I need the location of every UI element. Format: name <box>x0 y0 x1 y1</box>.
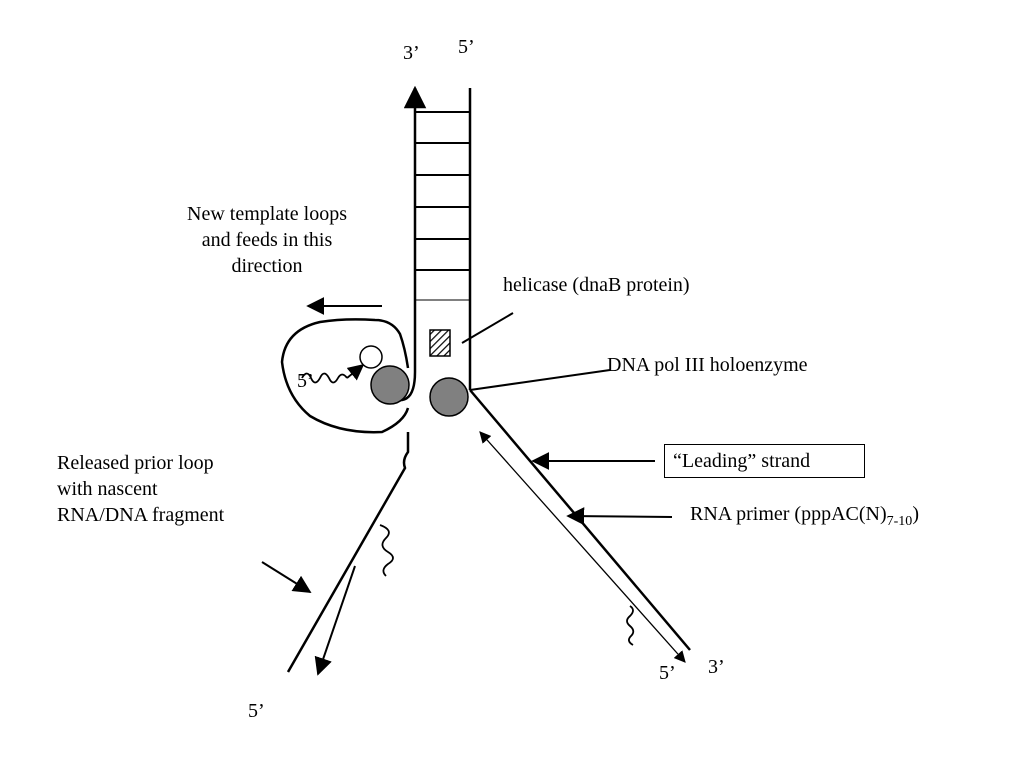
released-fragment-strand <box>314 565 356 676</box>
new-template-line-2: and feeds in this <box>201 229 333 251</box>
primase-circle <box>359 345 383 369</box>
released-pointer <box>261 561 312 593</box>
base-pair-rungs <box>415 111 470 301</box>
primer-pointer <box>566 507 673 526</box>
loop-nascent-arrow <box>346 363 365 381</box>
rna-primer-close: ) <box>912 503 919 525</box>
bottom-right-3prime-label: 3’ <box>708 656 725 678</box>
new-template-line-1: New template loops <box>187 203 347 225</box>
released-line-1: Released prior loop <box>57 452 214 474</box>
new-template-line-3: direction <box>231 255 303 277</box>
bottom-right-5prime-label: 5’ <box>659 662 676 684</box>
loop-rna-primer <box>301 372 348 384</box>
leading-pol3-circle <box>429 377 469 417</box>
rna-primer-subscript: 7-10 <box>886 514 913 529</box>
pol3-label: DNA pol III holoenzyme <box>607 354 808 376</box>
rna-primer-label: RNA primer (pppAC(N)7-10) <box>690 501 919 535</box>
leading-nascent-strand <box>479 431 686 663</box>
released-fragment-primer <box>379 524 394 577</box>
leading-strand-label: “Leading” strand <box>664 444 865 478</box>
top-left-3prime-label: 3’ <box>403 42 420 64</box>
leading-rna-primer <box>626 605 635 646</box>
loop-5prime-label: 5’ <box>297 370 314 392</box>
released-line-2: with nascent <box>57 478 158 500</box>
leading-template-strand <box>469 389 691 651</box>
released-loop-label: Released prior loop with nascent RNA/DNA… <box>57 450 224 528</box>
top-right-5prime-label: 5’ <box>458 36 475 58</box>
pol3-pointer <box>469 369 611 391</box>
lagging-loop <box>280 318 410 434</box>
rna-primer-text: RNA primer (pppAC(N) <box>690 503 887 525</box>
helicase-box <box>429 329 451 357</box>
lagging-template-lower <box>286 432 410 673</box>
helicase-label: helicase (dnaB protein) <box>503 274 690 296</box>
lagging-pol3-circle <box>370 365 410 405</box>
bottom-left-5prime-label: 5’ <box>248 700 265 722</box>
new-template-label: New template loops and feeds in this dir… <box>162 201 372 279</box>
released-line-3: RNA/DNA fragment <box>57 504 225 526</box>
helicase-pointer <box>461 312 514 344</box>
